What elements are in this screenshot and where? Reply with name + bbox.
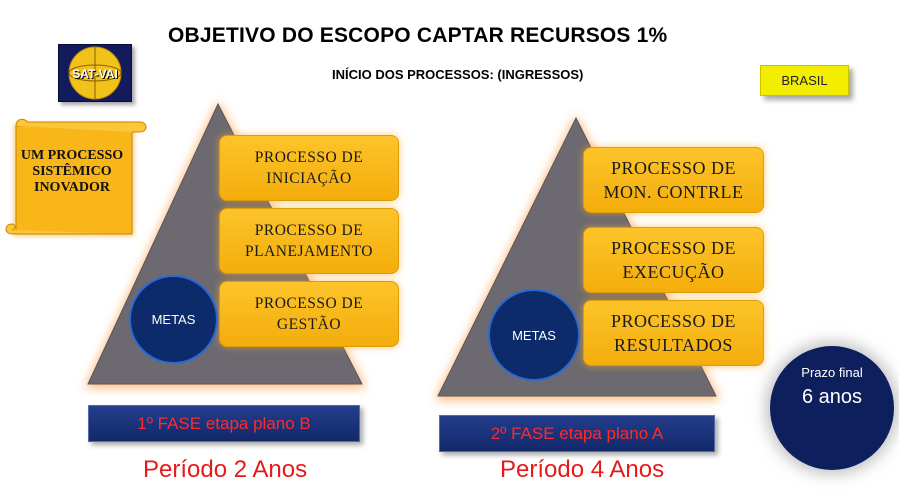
phase1-banner: 1º FASE etapa plano B [88,405,360,442]
process-execucao-box: PROCESSO DE EXECUÇÃO [583,227,764,293]
phase1-period: Período 2 Anos [143,456,308,483]
process-monitoramento-box: PROCESSO DE MON. CONTRLE [583,147,764,213]
process-gestao-label: PROCESSO DE GESTÃO [254,295,364,333]
process-iniciacao-label: PROCESSO DE INICIAÇÃO [254,149,364,187]
logo-globe-icon [68,46,122,100]
process-planejamento-label: PROCESSO DE PLANEJAMENTO [245,222,373,260]
process-execucao-label: PROCESSO DE EXECUÇÃO [610,238,737,282]
process-gestao-box: PROCESSO DE GESTÃO [219,281,399,347]
country-badge: BRASIL [760,65,849,96]
logo-text: SAT-VAI [72,67,118,81]
process-monitoramento-label: PROCESSO DE MON. CONTRLE [603,158,744,202]
phase2-period: Período 4 Anos [500,456,665,483]
process-resultados-box: PROCESSO DE RESULTADOS [583,300,764,366]
deadline-label: Prazo final [801,365,863,380]
page-title: OBJETIVO DO ESCOPO CAPTAR RECURSOS 1% [168,24,668,47]
sat-vai-logo: SAT-VAI [58,44,132,102]
metas-circle-left: METAS [129,275,218,364]
process-planejamento-box: PROCESSO DE PLANEJAMENTO [219,208,399,274]
process-resultados-label: PROCESSO DE RESULTADOS [610,311,737,355]
deadline-circle: Prazo final 6 anos [770,346,894,470]
process-iniciacao-box: PROCESSO DE INICIAÇÃO [219,135,399,201]
phase2-banner: 2º FASE etapa plano A [439,415,715,452]
page-subtitle: INÍCIO DOS PROCESSOS: (INGRESSOS) [332,67,584,82]
scroll-text: UM PROCESSO SISTÊMICO INOVADOR [20,148,124,195]
metas-circle-right: METAS [488,289,580,381]
deadline-value: 6 anos [801,386,863,408]
